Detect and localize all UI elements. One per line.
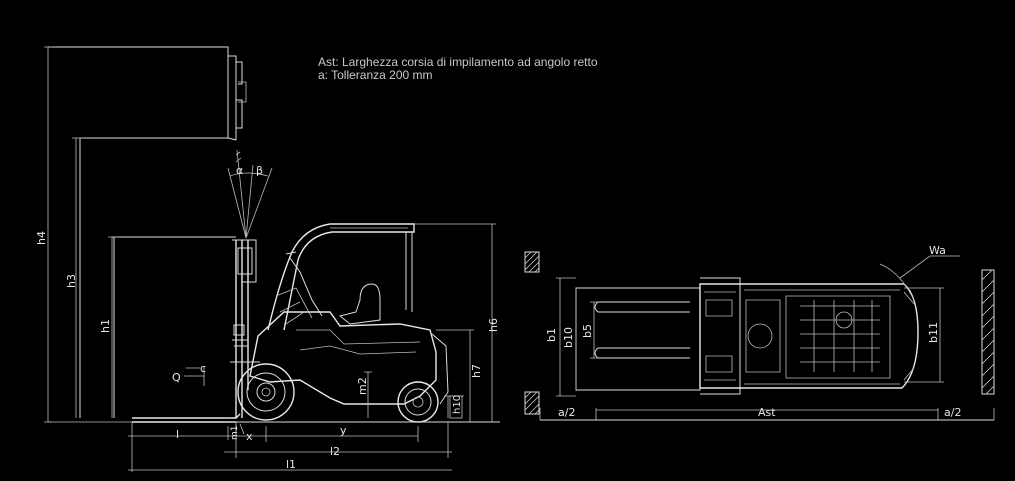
h6-dimension-line — [414, 223, 496, 423]
label-l: l — [176, 428, 179, 441]
truck-top-outline — [699, 283, 919, 389]
forks — [132, 413, 241, 423]
h3-dimension-line — [72, 137, 84, 418]
load-centre-marker — [184, 366, 205, 386]
b11-dimension-line — [904, 287, 944, 383]
lowered-load-outline — [112, 236, 236, 418]
truck-body — [249, 311, 437, 405]
label-b11: b11 — [927, 322, 940, 343]
side-view — [44, 46, 500, 472]
overhead-guard — [267, 223, 415, 331]
wa-turning-radius-line — [879, 255, 960, 301]
h7-dimension-line — [436, 329, 474, 422]
label-m2: m2 — [356, 377, 369, 395]
label-beta: β — [256, 164, 263, 177]
label-y: y — [340, 424, 347, 437]
mast — [235, 240, 249, 418]
label-l2: l2 — [330, 445, 340, 458]
front-wheel — [237, 363, 295, 421]
tolerance-definition-note: a: Tolleranza 200 mm — [318, 68, 433, 82]
pallet-outline — [575, 287, 701, 391]
m2-dimension-line — [364, 371, 372, 418]
label-l1: l1 — [286, 458, 296, 471]
label-b1: b1 — [545, 328, 558, 342]
rear-wheel — [397, 381, 439, 423]
label-h3: h3 — [65, 274, 78, 288]
left-wall-hatch-top — [524, 251, 540, 273]
operator-seat — [338, 283, 381, 325]
steering-column — [289, 257, 323, 317]
fork-tines — [594, 301, 690, 359]
label-alpha: α — [236, 164, 243, 177]
left-wall-hatch-bottom — [524, 391, 540, 415]
label-h10: h10 — [452, 395, 463, 414]
label-h1: h1 — [99, 319, 112, 333]
label-b5: b5 — [581, 324, 594, 338]
raised-fork-carriage — [228, 55, 243, 140]
label-c: c — [200, 362, 206, 375]
label-wa: Wa — [929, 244, 946, 257]
b5-dimension-line — [590, 301, 598, 359]
ast-definition-note: Ast: Larghezza corsia di impilamento ad … — [318, 55, 598, 69]
right-wall-hatch — [981, 269, 995, 395]
label-m1: m1 — [230, 426, 240, 441]
label-h6: h6 — [487, 318, 500, 332]
top-view — [524, 251, 995, 421]
label-q: Q — [172, 371, 181, 384]
label-h7: h7 — [470, 364, 483, 378]
label-b10: b10 — [562, 327, 575, 348]
counterweight — [431, 333, 449, 405]
b1-dimension-line — [556, 277, 576, 397]
label-h4: h4 — [35, 231, 48, 245]
tilt-angle-lines — [227, 149, 273, 239]
bottom-dimension-chain — [128, 422, 452, 472]
label-ast: Ast — [758, 406, 776, 419]
label-a2-right: a/2 — [944, 406, 961, 419]
label-a2-left: a/2 — [558, 406, 575, 419]
label-x: x — [246, 430, 253, 443]
h1-dimension-line — [108, 236, 118, 418]
